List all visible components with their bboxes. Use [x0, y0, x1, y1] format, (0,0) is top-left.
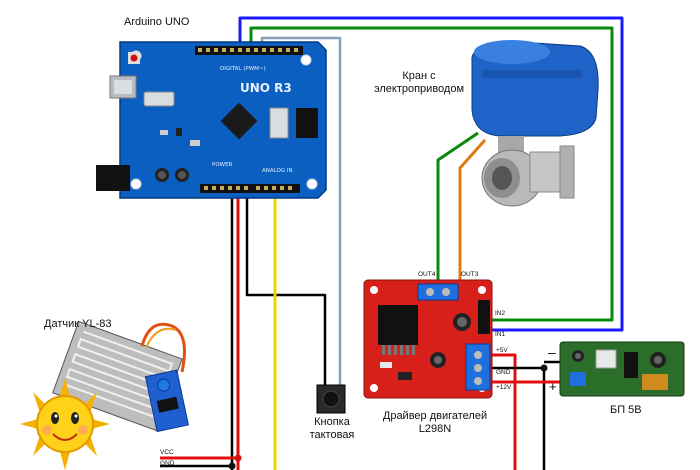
board-digital-label: DIGITAL (PWM~) — [220, 66, 266, 72]
pin-gnd2-label: GND — [160, 460, 175, 467]
psu-label: БП 5В — [610, 404, 642, 416]
pin-out3-label: OUT3 — [461, 271, 479, 278]
pin-5v-label: +5V — [496, 347, 508, 354]
wire-valve-orange — [458, 139, 487, 282]
psu-minus-label: – — [548, 344, 556, 360]
button-label-line1: Кнопка — [314, 416, 350, 428]
valve-label-line2: электроприводом — [373, 83, 465, 95]
sun-mascot — [20, 378, 110, 470]
sensor-label: Датчик YL-83 — [44, 318, 112, 330]
driver-board — [363, 279, 493, 399]
psu-board — [559, 341, 685, 397]
button-label: Кнопка тактовая — [290, 416, 374, 442]
psu-plus-label: + — [549, 379, 557, 394]
junction-dot — [540, 364, 548, 372]
driver-label-line2: L298N — [418, 423, 452, 435]
junction-dot — [234, 454, 242, 462]
wire-driver-5v — [490, 353, 517, 470]
board-power-label: POWER — [212, 162, 233, 168]
pin-in1-label: IN1 — [495, 331, 506, 338]
pin-gnd-label: GND — [496, 369, 511, 376]
board-analog-label: ANALOG IN — [262, 168, 293, 174]
wire-valve-green — [436, 131, 479, 282]
arduino-label: Arduino UNO — [124, 16, 190, 28]
driver-label: Драйвер двигателей L298N — [372, 410, 498, 436]
button-label-line2: тактовая — [309, 429, 355, 441]
pin-12v-label: +12V — [496, 384, 512, 391]
tactile-button — [316, 384, 346, 414]
junction-dot — [228, 462, 236, 470]
valve-label: Кран с электроприводом — [372, 70, 466, 96]
pin-out4-label: OUT4 — [418, 271, 436, 278]
pin-in2-label: IN2 — [495, 310, 506, 317]
arduino-board: UNO R3 POWER ANALOG IN DIGITAL (PWM~) — [96, 41, 327, 199]
board-model-label: UNO R3 — [240, 81, 292, 95]
valve-label-line1: Кран с — [402, 70, 436, 82]
pin-vcc-label: VCC — [160, 449, 174, 456]
wire-green — [249, 26, 614, 322]
valve-actuator — [471, 40, 599, 207]
driver-label-line1: Драйвер двигателей — [382, 410, 488, 422]
wire-black-button — [245, 196, 327, 385]
wire-blue — [238, 16, 624, 332]
